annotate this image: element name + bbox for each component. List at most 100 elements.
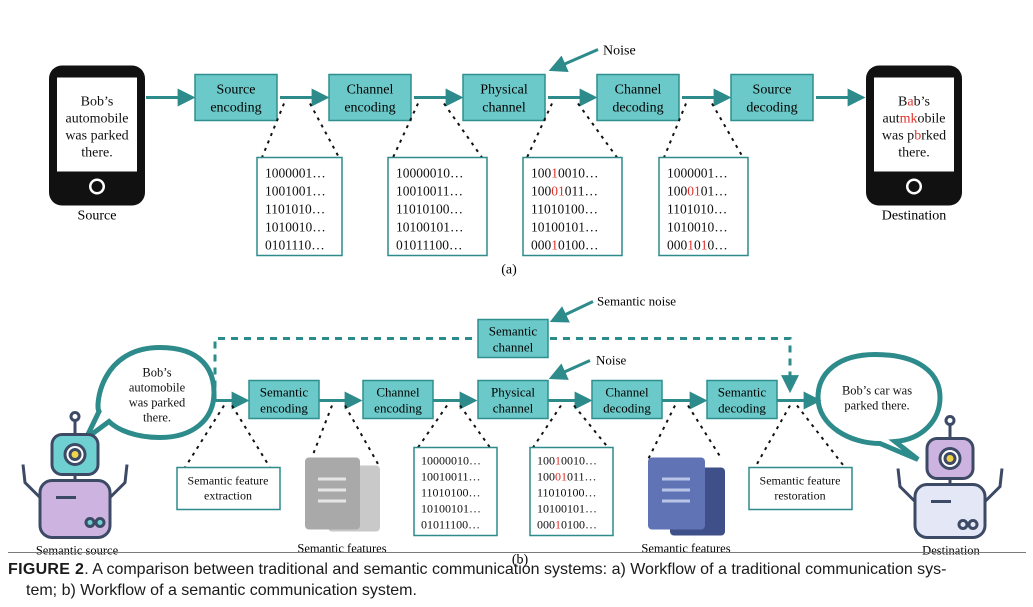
block-label-line: channel	[493, 401, 534, 416]
bubble-left-line: Bob’s	[142, 366, 171, 380]
bit-line: 10001011…	[537, 470, 597, 484]
bit-line: 0101110…	[265, 238, 325, 253]
block-label-line: Channel	[347, 83, 394, 98]
block-label-line: Source	[217, 83, 256, 98]
bit-line: 10000010…	[421, 454, 481, 468]
semantic-features-gray-icon	[305, 457, 380, 532]
bit-line: 0001010…	[667, 238, 728, 253]
phone-source-line: was parked	[65, 129, 128, 144]
bit-line: 10100101…	[531, 220, 599, 235]
block-label-line: Semantic	[260, 385, 309, 400]
feature-extraction-line: Semantic feature	[188, 474, 269, 488]
bit-box: 10010010… 10001011… 11010100… 10100101… 0001…	[522, 156, 623, 257]
bit-box: 10010010…10001011…11010100…10100101…0001…	[529, 446, 614, 537]
robot-source-caption: Semantic source	[36, 544, 119, 558]
bit-line: 01011100…	[421, 518, 480, 532]
bit-line: 11010100…	[531, 202, 598, 217]
feature-restoration-box	[748, 466, 853, 511]
feature-extraction-line: extraction	[204, 489, 252, 503]
part-b-blocks: SemanticencodingChannelencodingPhysicalc…	[248, 379, 778, 420]
bit-line: 1000101…	[667, 184, 728, 199]
figure-caption: FIGURE 2. A comparison between tradition…	[8, 552, 1026, 601]
feature-restoration-line: Semantic feature	[760, 474, 841, 488]
block-label-line: encoding	[374, 401, 422, 416]
block-label-line: decoding	[718, 401, 766, 416]
bit-box: 10000010…10010011…11010100…10100101…0101…	[387, 156, 488, 257]
bit-line: 1101010…	[265, 202, 325, 217]
bubble-left-line: there.	[143, 411, 171, 425]
block-label-line: channel	[482, 101, 526, 116]
block-label-line: Channel	[615, 83, 662, 98]
part-b-label: (b)	[512, 553, 529, 568]
robot-destination-icon	[896, 415, 1004, 539]
block-label-line: Channel	[605, 385, 649, 400]
bit-line: 1000001…	[265, 166, 326, 181]
bubble-right-line: Bob’s car was	[842, 384, 912, 398]
part-b-noise-label: Noise	[596, 353, 627, 368]
block-label-line: decoding	[612, 101, 663, 116]
phone-destination-line: there.	[898, 146, 929, 161]
phone-source-line: there.	[81, 146, 112, 161]
semantic-noise-arrow	[548, 300, 594, 380]
svg-text:channel: channel	[493, 340, 534, 355]
bubble-left-line: was parked	[129, 396, 186, 410]
bit-line: 11010100…	[421, 486, 481, 500]
block-label-line: Semantic	[718, 385, 767, 400]
semantic-noise-label: Semantic noise	[597, 294, 676, 309]
part-b-bit-boxes: 10000010… 10010011… 11010100… 10100101… 0101…	[413, 446, 614, 537]
part-a-dotted-connectors	[261, 102, 744, 159]
feature-extraction-box	[176, 466, 281, 511]
bit-line: 1000001…	[667, 166, 728, 181]
figure-label: FIGURE 2	[8, 561, 85, 578]
part-a-flow-arrows	[146, 48, 866, 107]
phone-destination-caption: Destination	[882, 209, 947, 224]
part-a-bit-boxes: 1000001…1001001…1101010…1010010…0101110……	[256, 156, 749, 257]
semantic-channel-path	[213, 337, 799, 401]
bit-line: 10010011…	[396, 184, 463, 199]
caption-text: . A comparison between traditional and s…	[84, 561, 947, 578]
block-label-line: Physical	[480, 83, 528, 98]
part-a-noise-label: Noise	[603, 44, 636, 59]
svg-text:Semantic: Semantic	[489, 324, 538, 339]
part-a-block: Physical channel	[462, 73, 546, 122]
phone-source-line: automobile	[66, 112, 129, 127]
robot-source-icon	[21, 411, 129, 539]
bubble-right-line: parked there.	[844, 399, 909, 413]
bit-line: 00010100…	[531, 238, 599, 253]
block-label-line: encoding	[344, 101, 395, 116]
block-label-line: Channel	[376, 385, 420, 400]
phone-source-message: Bob’s automobile was parked there.	[65, 95, 128, 161]
part-a-label: (a)	[501, 263, 517, 278]
part-a-block: Channel encoding	[328, 73, 412, 122]
bit-line: 11010100…	[537, 486, 597, 500]
bit-box: 10000010…10010011…11010100…10100101…0101…	[413, 446, 498, 537]
block-label-line: decoding	[603, 401, 651, 416]
robot-destination-caption: Destination	[922, 544, 980, 558]
bit-line: 1010010…	[265, 220, 326, 235]
caption-text-2: tem; b) Workflow of a semantic communica…	[26, 582, 417, 599]
bit-line: 10001011…	[531, 184, 598, 199]
phone-source-line: Bob’s	[81, 95, 114, 110]
bit-line: 10010011…	[421, 470, 481, 484]
bit-line: 00010100…	[537, 518, 597, 532]
bit-box: 1000001…1000101…1101010…1010010…0001010…	[658, 156, 749, 257]
part-b-dotted-connectors	[184, 404, 846, 469]
semantic-features-blue-icon	[648, 457, 725, 536]
bit-line: 10010010…	[531, 166, 599, 181]
phone-destination-icon	[866, 65, 962, 206]
bit-line: 10100101…	[537, 502, 597, 516]
block-label-line: Source	[753, 83, 792, 98]
